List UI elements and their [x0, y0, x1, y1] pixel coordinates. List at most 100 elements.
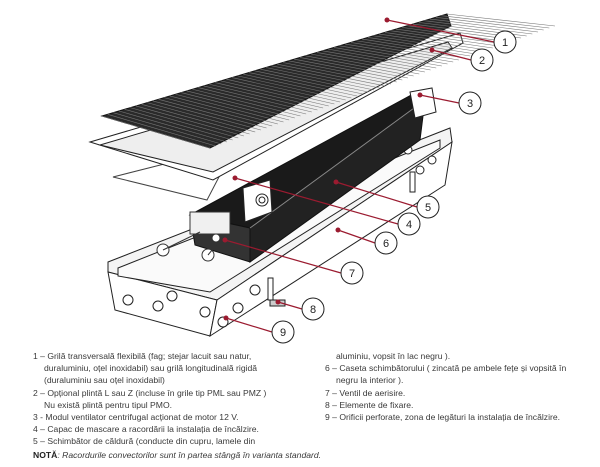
callout-dot [223, 315, 229, 321]
grille-slat [254, 70, 363, 95]
callout-circle [458, 91, 482, 115]
grille-slat [203, 85, 312, 113]
callout-dot [232, 175, 238, 181]
callout-line [419, 94, 460, 104]
grille-slat [294, 58, 403, 81]
grille-slat [339, 45, 448, 65]
callout-3: 3 [417, 91, 482, 115]
grille-slat [299, 57, 409, 79]
grille-slat [181, 92, 290, 121]
legend-line: aluminiu, vopsit în lac negru ). [336, 351, 451, 361]
legend-line: negru la interior ). [336, 375, 404, 386]
grille-slat [328, 48, 437, 69]
grille-slat [424, 20, 533, 35]
legend-line: 2 – Opțional plintă L sau Z (incluse în … [33, 387, 267, 398]
grille-slat [435, 17, 544, 31]
callout-circle [374, 231, 398, 255]
legend-line: (duraluminiu sau oțel inoxidabil) [44, 375, 165, 386]
grille-slat [198, 87, 307, 115]
grille-slat [243, 73, 352, 99]
grille-slat [237, 75, 346, 101]
callout-number: 3 [467, 98, 473, 110]
legend-line: 1 – Grilă transversală flexibilă (fag; s… [33, 351, 252, 361]
callout-number: 9 [280, 327, 286, 339]
callout-6: 6 [335, 227, 398, 255]
callout-dot [333, 179, 339, 185]
callout-line [337, 229, 376, 244]
callout-circle [271, 320, 295, 344]
callout-8: 8 [275, 297, 325, 321]
callout-line [234, 177, 399, 225]
grille-slat [209, 83, 318, 111]
grille-slat [311, 53, 420, 75]
grille-slat [373, 35, 482, 53]
grille-slat [232, 77, 341, 103]
grille-slat [130, 107, 239, 139]
callout-number: 4 [406, 219, 412, 231]
callout-dot [275, 299, 281, 305]
grille-slat [356, 40, 465, 59]
callout-dot [429, 47, 435, 53]
legend-line: 5 – Schimbător de căldură (conducte din … [33, 436, 256, 447]
note-label: NOTĂ [33, 450, 58, 460]
callout-line [277, 301, 303, 310]
grille-slat [277, 63, 386, 87]
grille-slat [152, 100, 261, 131]
callout-circle [340, 261, 364, 285]
callout-5: 5 [333, 179, 440, 219]
legend-line: 4 – Capac de mascare a racordării la ins… [33, 424, 259, 435]
grille-slat [322, 50, 431, 71]
callout-9: 9 [223, 315, 295, 344]
grille-slat [260, 68, 369, 93]
callout-line [386, 19, 495, 43]
note-text: : Racordurile convectorilor sunt în part… [57, 450, 322, 460]
legend-line: 9 – Orificii perforate, zona de legături… [325, 411, 561, 422]
grille-slat [248, 72, 358, 97]
callout-2: 2 [429, 47, 494, 72]
fan-module [409, 87, 437, 119]
grille-slat [271, 65, 380, 89]
connection-cover [242, 179, 273, 223]
legend-line: Nu există plintă pentru tipul PMO. [44, 399, 173, 410]
grille-slat [282, 62, 392, 85]
grille-slat [265, 67, 375, 91]
callout-1: 1 [384, 17, 517, 54]
grille-slat [288, 60, 397, 83]
grille-slat [101, 115, 211, 149]
grille-slat [367, 37, 476, 55]
grille-slat [175, 93, 284, 123]
legend-line: duraluminiu, oțel inoxidabil) sau grilă … [44, 363, 258, 374]
grille-slat [169, 95, 278, 125]
grille-slat [135, 105, 245, 137]
callout-circle [493, 30, 517, 54]
callout-line [224, 239, 342, 274]
grille-slat [147, 102, 256, 133]
grille-slat [226, 78, 335, 105]
grille-slat [305, 55, 414, 77]
pipe-connections [156, 211, 231, 262]
legend-left: 1 – Grilă transversală flexibilă (fag; s… [33, 350, 266, 448]
legend-line: 6 – Caseta schimbătorului ( zincată pe a… [325, 363, 567, 374]
grille-slat [362, 38, 471, 57]
callout-dot [222, 237, 228, 243]
grille-slat [215, 82, 324, 109]
callout-line [225, 317, 273, 333]
grille-slat [107, 114, 216, 147]
grille-slat [396, 28, 505, 45]
grille-slat [390, 30, 499, 47]
callout-number: 5 [425, 202, 431, 214]
grille-slat [316, 52, 425, 73]
grille-slat [333, 47, 442, 67]
grille-slat [350, 42, 459, 61]
callout-7: 7 [222, 237, 364, 285]
callout-number: 1 [502, 37, 508, 49]
grille-slat [429, 18, 539, 33]
callout-circle [301, 297, 325, 321]
callout-circle [397, 212, 421, 236]
flexible-grille [100, 13, 556, 149]
grille-slat [220, 80, 329, 107]
callout-circle [470, 48, 494, 72]
callout-line [431, 49, 472, 61]
grille-slat [158, 98, 267, 129]
callout-dot [417, 92, 423, 98]
